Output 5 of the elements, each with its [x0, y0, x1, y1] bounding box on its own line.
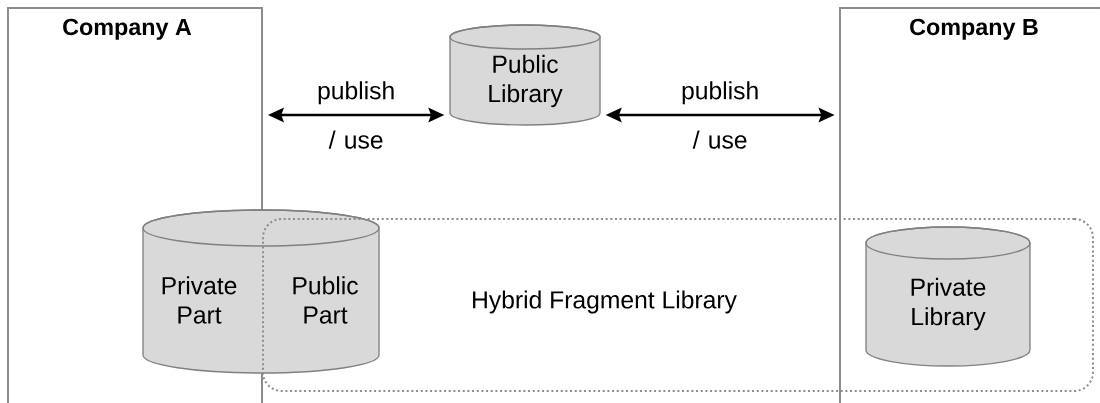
- database-cylinder: Public Library: [449, 24, 601, 126]
- database-cylinder: Private Library: [865, 226, 1031, 367]
- edge-label: publish / use: [682, 81, 758, 149]
- edge-label: publish / use: [318, 81, 394, 149]
- database-cylinder: Private Part Public Part: [142, 209, 380, 374]
